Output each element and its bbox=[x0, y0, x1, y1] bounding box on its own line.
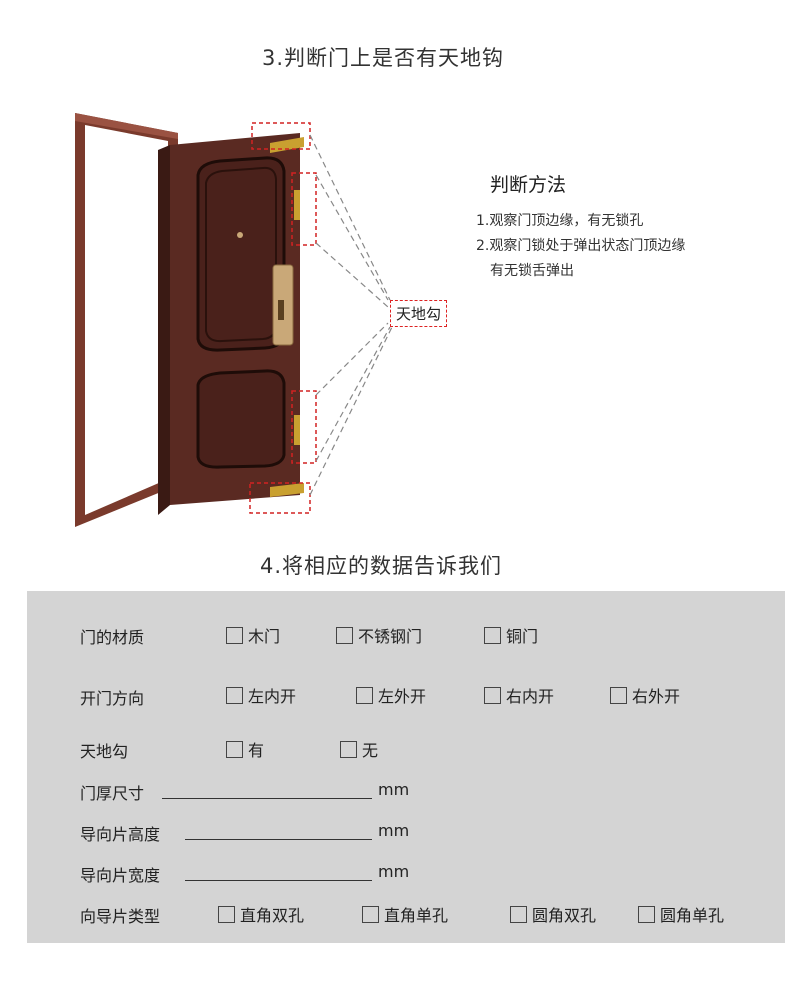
checkbox[interactable] bbox=[356, 686, 373, 704]
guide-type-option-round-single[interactable]: 圆角单孔 bbox=[638, 902, 724, 926]
hook-option-yes[interactable]: 有 bbox=[226, 737, 264, 761]
thickness-input-line[interactable] bbox=[162, 798, 372, 799]
marker-upper-edge bbox=[291, 172, 317, 246]
guide-type-option-round-double[interactable]: 圆角双孔 bbox=[510, 902, 596, 926]
method-title: 判断方法 bbox=[490, 174, 567, 196]
guide-height-unit: mm bbox=[378, 821, 410, 840]
thickness-label: 门厚尺寸 bbox=[80, 784, 145, 803]
checkbox[interactable] bbox=[610, 686, 627, 704]
checkbox[interactable] bbox=[484, 626, 501, 644]
marker-lower-edge bbox=[291, 390, 317, 464]
door-illustration bbox=[75, 113, 393, 527]
checkbox[interactable] bbox=[218, 905, 235, 923]
hook-label: 天地勾 bbox=[390, 300, 448, 327]
hook-bolt-icon bbox=[294, 415, 300, 445]
checkbox[interactable] bbox=[226, 740, 243, 758]
material-option-stainless[interactable]: 不锈钢门 bbox=[336, 623, 422, 647]
direction-option-left-out[interactable]: 左外开 bbox=[356, 683, 426, 707]
guide-width-label: 导向片宽度 bbox=[80, 866, 161, 885]
method-line-3: 有无锁舌弹出 bbox=[490, 263, 574, 279]
guide-height-label: 导向片高度 bbox=[80, 825, 161, 844]
checkbox[interactable] bbox=[638, 905, 655, 923]
checkbox[interactable] bbox=[484, 686, 501, 704]
hook-option-no[interactable]: 无 bbox=[340, 737, 378, 761]
checkbox[interactable] bbox=[336, 626, 353, 644]
hook-bolt-icon bbox=[294, 190, 300, 220]
guide-type-option-right-angle-single[interactable]: 直角单孔 bbox=[362, 902, 448, 926]
section-3-title: 3.判断门上是否有天地钩 bbox=[262, 46, 505, 70]
guide-type-option-right-angle-double[interactable]: 直角双孔 bbox=[218, 902, 304, 926]
method-line-2: 2.观察门锁处于弹出状态门顶边缘 bbox=[476, 238, 686, 254]
guide-width-unit: mm bbox=[378, 862, 410, 881]
thickness-unit: mm bbox=[378, 780, 410, 799]
material-option-wood[interactable]: 木门 bbox=[226, 623, 280, 647]
door-lower-panel bbox=[196, 369, 286, 469]
checkbox[interactable] bbox=[226, 626, 243, 644]
info-form-panel bbox=[27, 591, 785, 943]
checkbox[interactable] bbox=[362, 905, 379, 923]
section-4-title: 4.将相应的数据告诉我们 bbox=[260, 554, 503, 578]
direction-label: 开门方向 bbox=[80, 689, 145, 708]
direction-option-left-in[interactable]: 左内开 bbox=[226, 683, 296, 707]
leader-lines bbox=[309, 134, 393, 496]
checkbox[interactable] bbox=[510, 905, 527, 923]
door-frame-opening bbox=[85, 125, 168, 515]
marker-bottom bbox=[249, 482, 311, 514]
material-label: 门的材质 bbox=[80, 628, 145, 647]
guide-height-input-line[interactable] bbox=[185, 839, 372, 840]
direction-option-right-in[interactable]: 右内开 bbox=[484, 683, 554, 707]
guide-width-input-line[interactable] bbox=[185, 880, 372, 881]
guide-type-label: 向导片类型 bbox=[80, 907, 161, 926]
material-option-copper[interactable]: 铜门 bbox=[484, 623, 538, 647]
lock-handle-icon bbox=[278, 300, 284, 320]
direction-option-right-out[interactable]: 右外开 bbox=[610, 683, 680, 707]
door-upper-panel bbox=[196, 156, 286, 352]
peephole-icon bbox=[237, 232, 243, 238]
method-line-1: 1.观察门顶边缘，有无锁孔 bbox=[476, 213, 644, 229]
hook-row-label: 天地勾 bbox=[80, 742, 129, 761]
checkbox[interactable] bbox=[226, 686, 243, 704]
checkbox[interactable] bbox=[340, 740, 357, 758]
